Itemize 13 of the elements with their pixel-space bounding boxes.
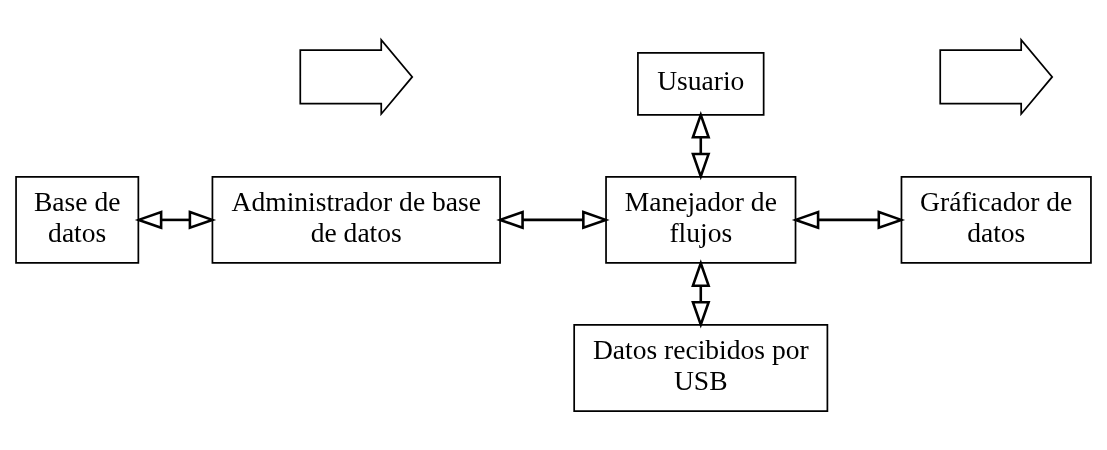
arrow: [791, 209, 906, 230]
node-arrow: [299, 37, 414, 116]
node-box: Usuario: [637, 51, 765, 116]
node-box: Administrador de base de datos: [211, 175, 501, 264]
arrow: [691, 258, 711, 329]
arrow: [496, 209, 610, 230]
node-arrow: [939, 37, 1054, 116]
node-box: Datos recibidos por USB: [573, 323, 829, 412]
node-box: Base de datos: [15, 175, 140, 264]
node-box: Gráficador de datos: [900, 175, 1092, 264]
node-box: Manejador de flujos: [605, 175, 797, 264]
arrow: [134, 209, 217, 230]
arrow: [691, 110, 711, 180]
